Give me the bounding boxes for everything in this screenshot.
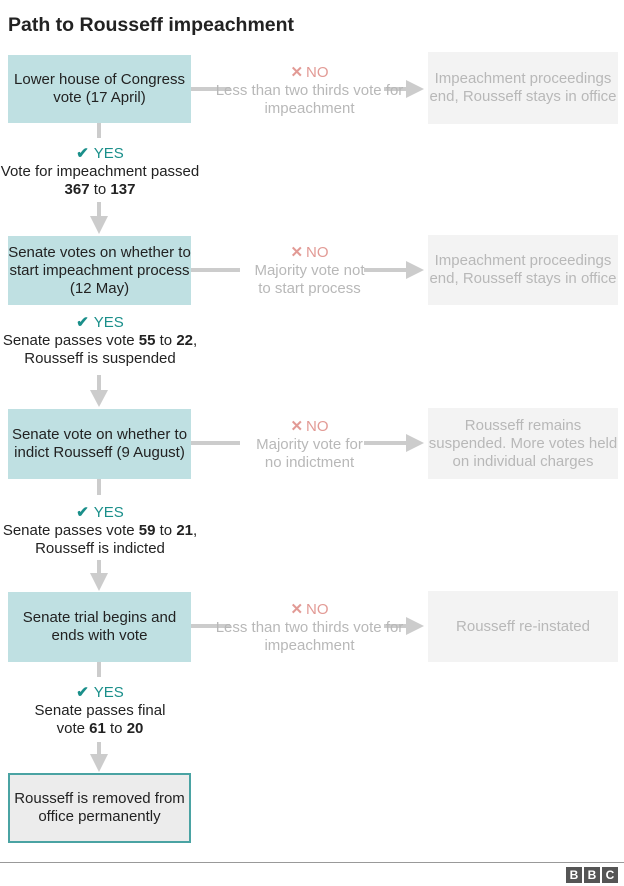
cross-icon: ✕ — [290, 418, 304, 435]
cross-icon: ✕ — [290, 244, 304, 261]
yes-label-1: ✔YES Vote for impeachment passed 367 to … — [0, 145, 200, 198]
bbc-logo-letter: B — [584, 867, 600, 883]
bbc-logo-letter: B — [566, 867, 582, 883]
stage-box-1: Lower house of Congress vote (17 April) — [8, 55, 191, 123]
outcome-box-1: Impeachment proceedings end, Rousseff st… — [428, 52, 618, 124]
outcome-box-3: Rousseff remains suspended. More votes h… — [428, 408, 618, 479]
no-label-3: ✕NO Majority vote for no indictment — [256, 418, 363, 471]
stage-box-3: Senate vote on whether to indict Roussef… — [8, 409, 191, 479]
cross-icon: ✕ — [290, 601, 304, 618]
yes-label-4: ✔YES Senate passes final vote 61 to 20 — [34, 684, 166, 737]
final-outcome-box: Rousseff is removed from office permanen… — [8, 773, 191, 843]
stage-box-2: Senate votes on whether to start impeach… — [8, 236, 191, 305]
outcome-box-2: Impeachment proceedings end, Rousseff st… — [428, 235, 618, 305]
diagram-title: Path to Rousseff impeachment — [8, 14, 295, 36]
bbc-logo-letter: C — [602, 867, 618, 883]
outcome-box-4: Rousseff re-instated — [428, 591, 618, 662]
footer-divider — [0, 862, 624, 863]
stage-box-4: Senate trial begins and ends with vote — [8, 592, 191, 662]
no-label-4: ✕NO Less than two thirds vote for impeac… — [215, 601, 404, 654]
cross-icon: ✕ — [290, 64, 304, 81]
check-icon: ✔ — [76, 314, 89, 331]
check-icon: ✔ — [76, 684, 89, 701]
no-label-2: ✕NO Majority vote not to start process — [254, 244, 365, 297]
yes-label-2: ✔YES Senate passes vote 55 to 22, Rousse… — [2, 314, 198, 367]
no-label-1: ✕NO Less than two thirds vote for impeac… — [215, 64, 404, 117]
check-icon: ✔ — [76, 504, 89, 521]
check-icon: ✔ — [76, 145, 89, 162]
yes-label-3: ✔YES Senate passes vote 59 to 21, Rousse… — [2, 504, 198, 557]
